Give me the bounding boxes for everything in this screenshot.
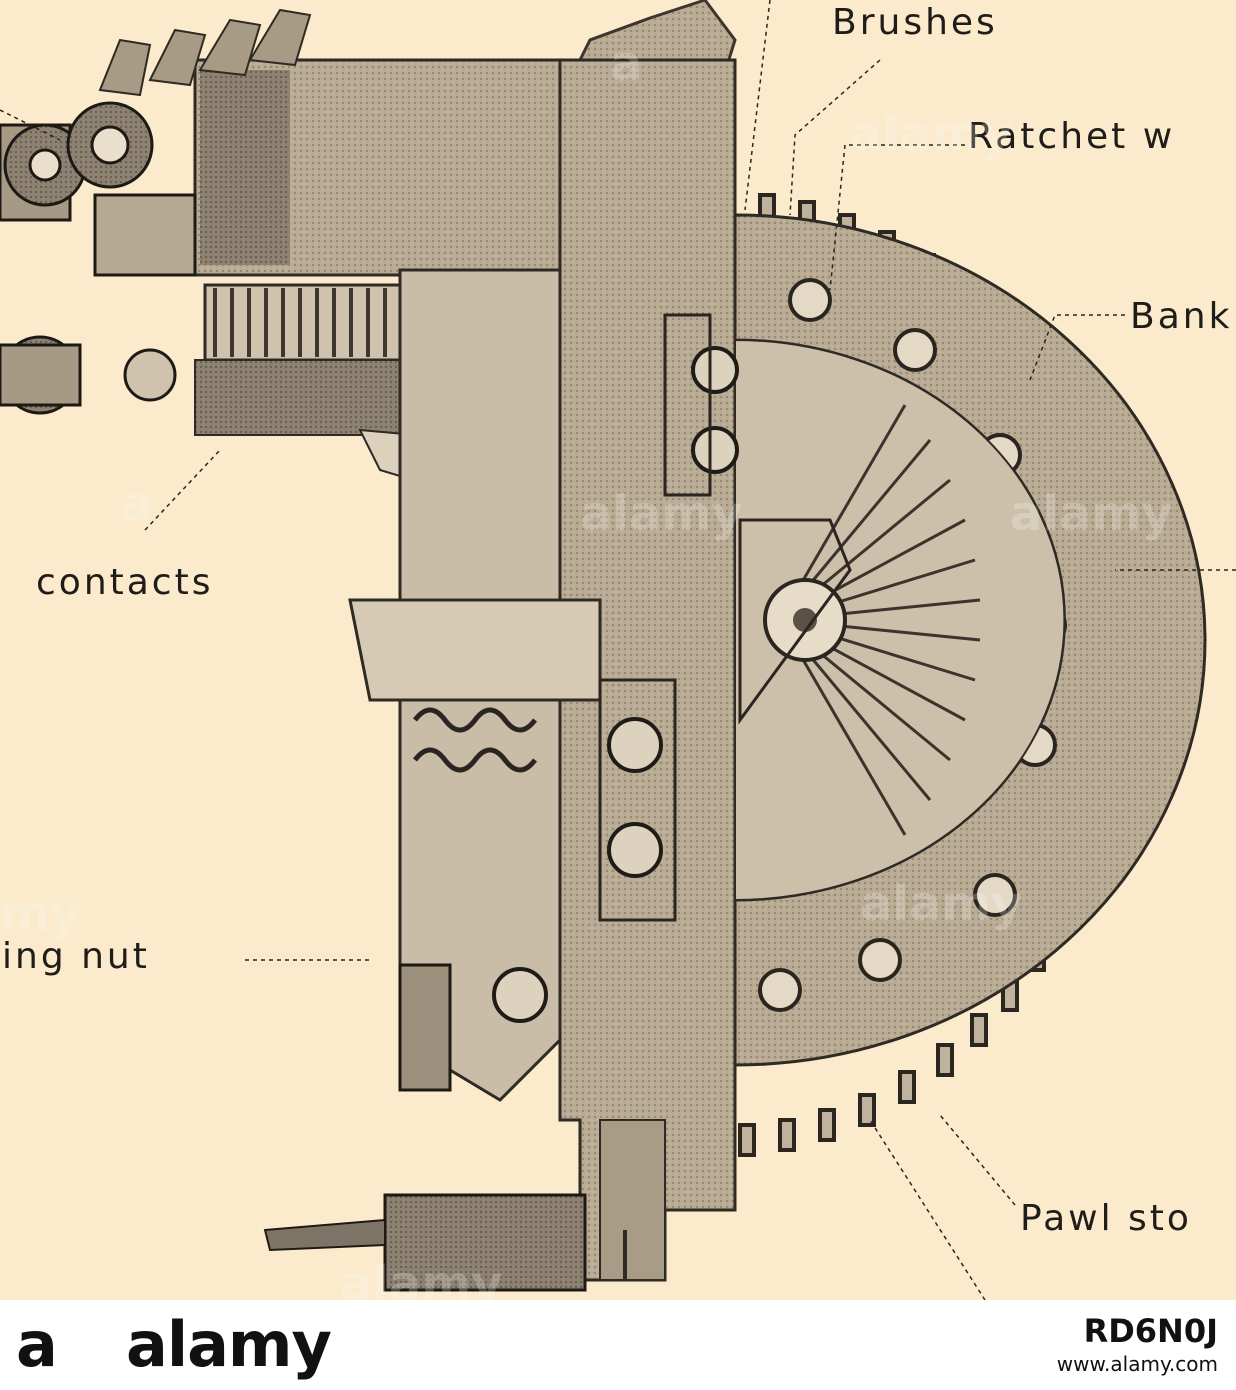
pawl-spring xyxy=(413,707,537,773)
pawl-stop-relay xyxy=(383,1193,587,1292)
terminal-tags xyxy=(98,8,312,97)
label-bank: Bank xyxy=(1130,296,1233,337)
magnet-end-plate xyxy=(200,70,290,265)
frame-bolts xyxy=(492,346,739,1023)
leader-lines xyxy=(0,0,1236,1301)
selector-switch-illustration xyxy=(0,0,1236,1301)
terminal-bolts xyxy=(0,101,197,415)
figure-stage: Brushes Ratchet w Bank contacts ing nut … xyxy=(0,0,1236,1301)
label-contacts: contacts xyxy=(36,562,214,603)
mounting-foot xyxy=(599,1119,666,1281)
pawl-arm xyxy=(348,598,602,702)
stock-logo-mark: a xyxy=(16,1308,58,1381)
label-ratchet: Ratchet w xyxy=(968,116,1176,157)
label-pawl: Pawl sto xyxy=(1020,1198,1192,1239)
label-brushes: Brushes xyxy=(832,2,998,43)
stock-image-id: RD6N0J xyxy=(1083,1312,1218,1350)
label-nut: ing nut xyxy=(2,936,150,977)
stock-url[interactable]: www.alamy.com xyxy=(1056,1352,1218,1376)
stock-logo: alamy xyxy=(126,1308,332,1381)
wiper-cavity xyxy=(734,338,1066,902)
stock-footer: a alamy RD6N0J www.alamy.com xyxy=(0,1300,1236,1390)
